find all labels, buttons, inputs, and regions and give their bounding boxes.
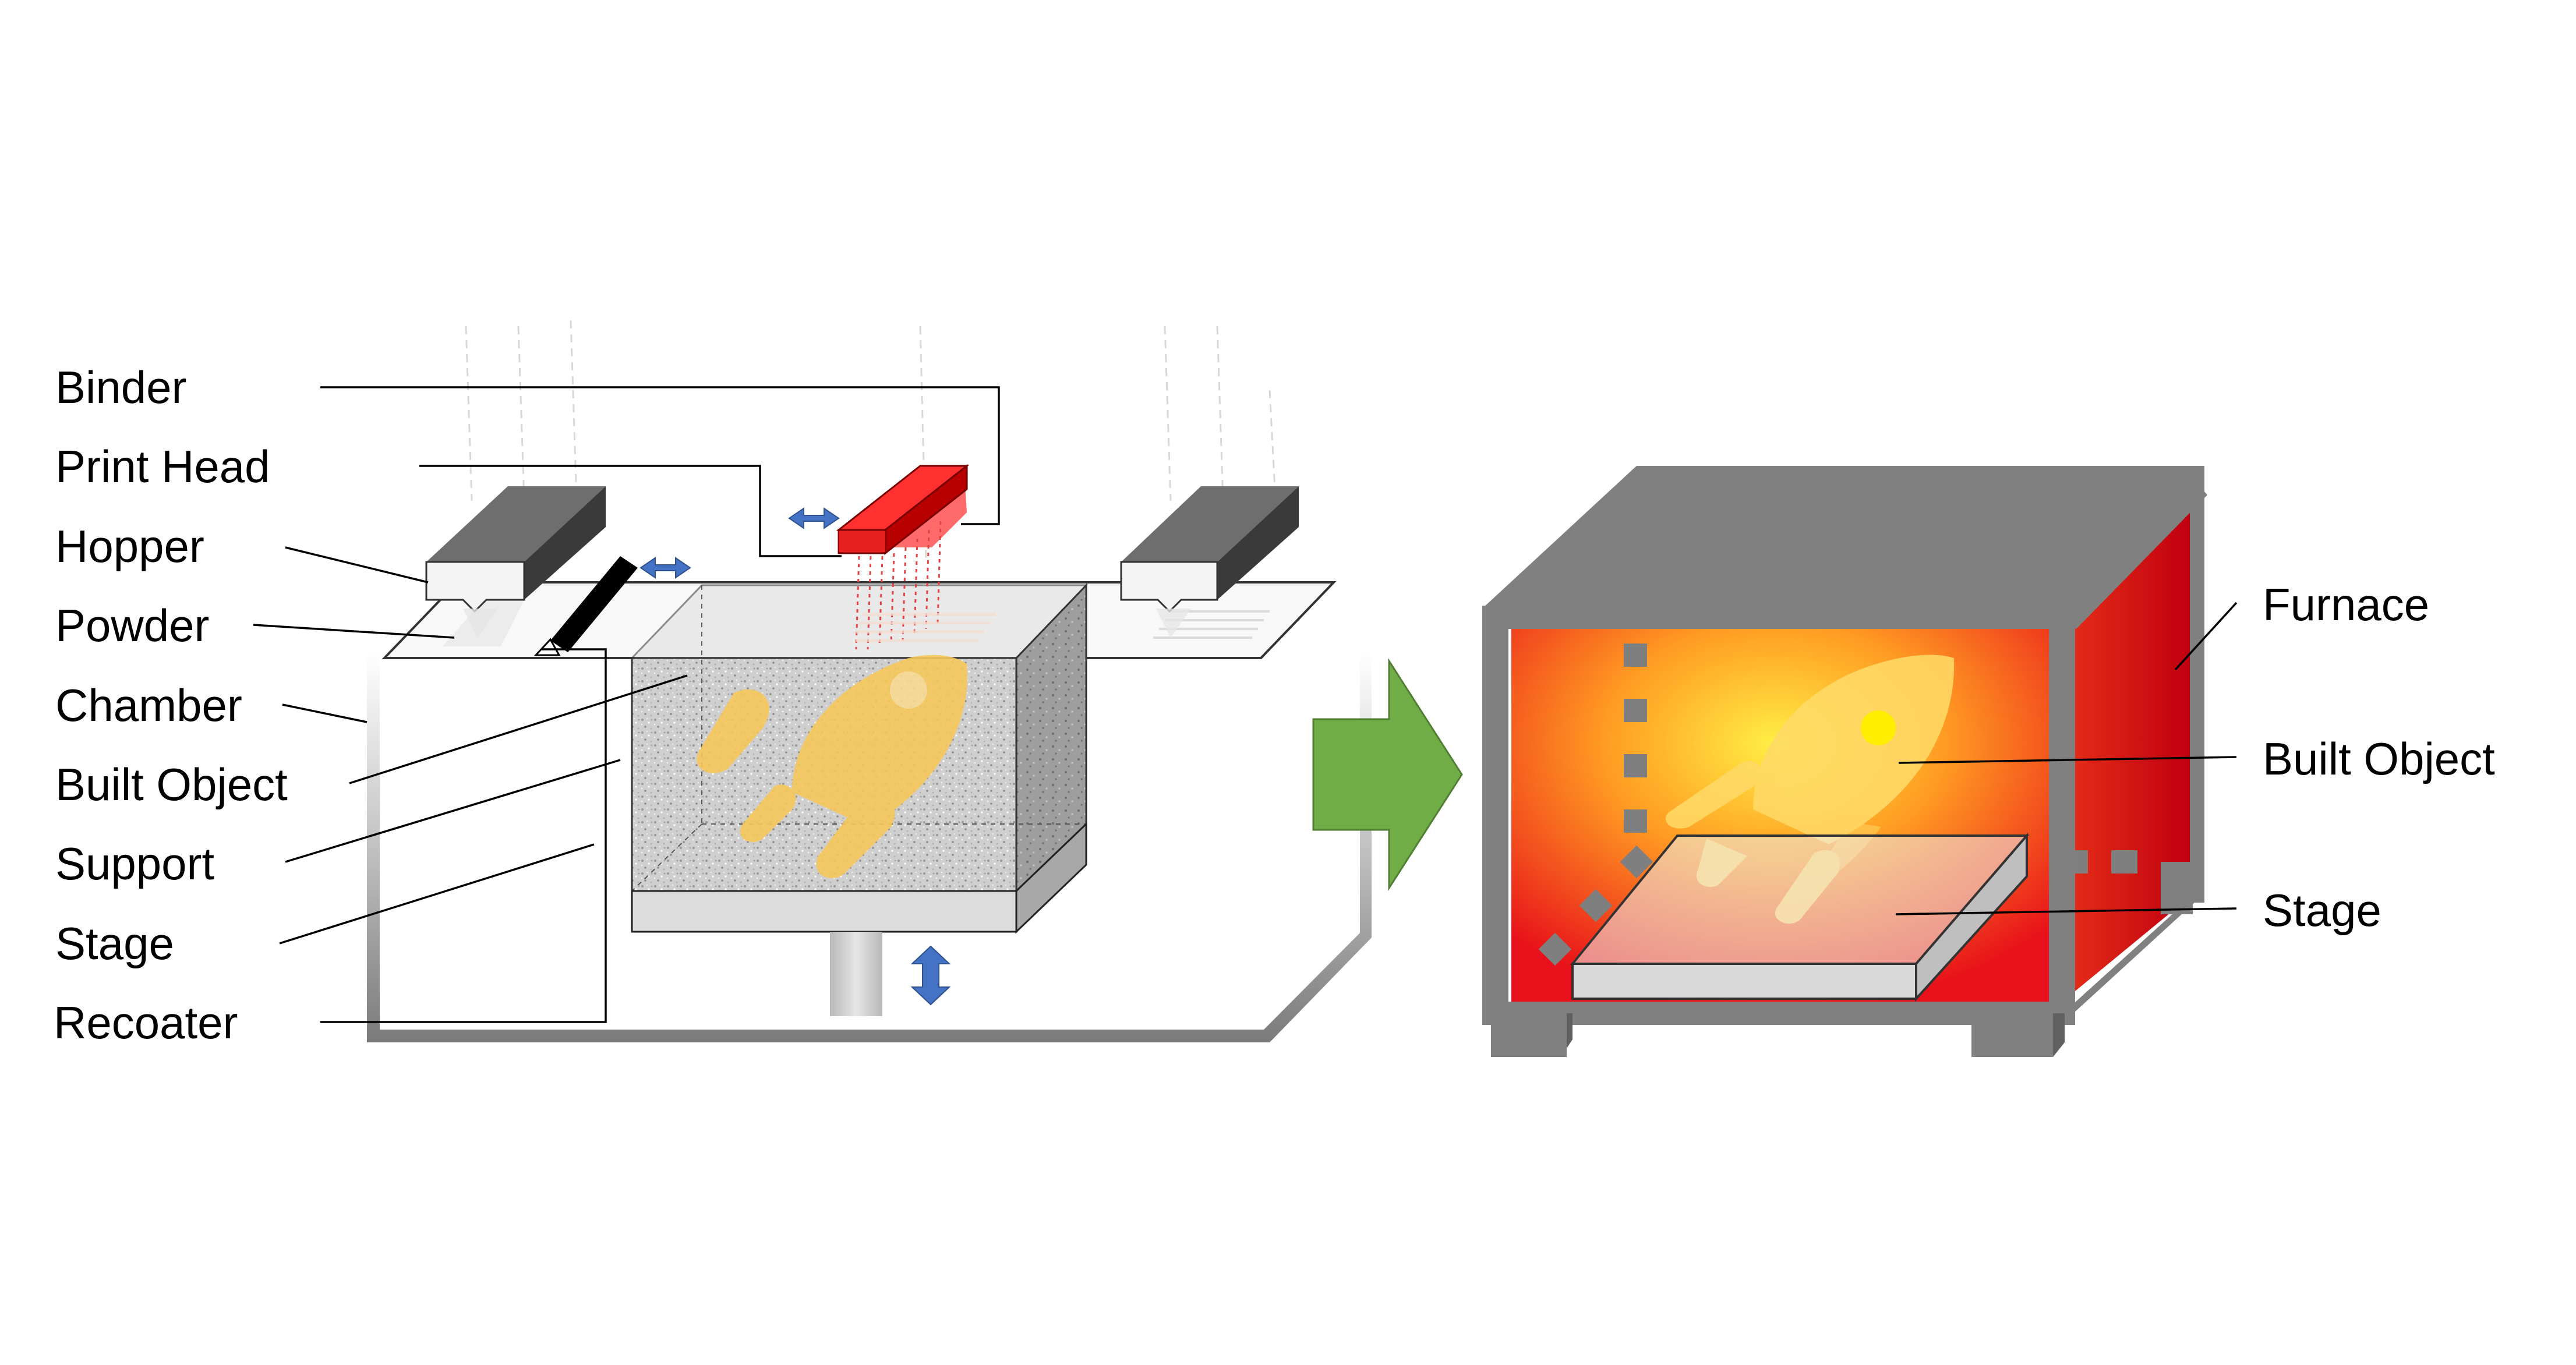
guide-lines — [465, 320, 1277, 560]
label-furnace-built-object: Built Object — [2263, 733, 2495, 784]
label-chamber: Chamber — [55, 680, 242, 731]
label-furnace-stage: Stage — [2263, 885, 2381, 936]
label-furnace: Furnace — [2263, 579, 2429, 630]
print-head — [836, 464, 970, 556]
printer-section: Binder Print Head Hopper Powder Chamber … — [54, 320, 1372, 1048]
label-powder: Powder — [55, 600, 209, 651]
process-arrow — [1312, 657, 1463, 892]
recoater-blade — [533, 556, 638, 656]
print-head-front — [839, 531, 885, 552]
binder-sheen — [856, 613, 996, 642]
label-built-object: Built Object — [55, 759, 288, 810]
stage-rod — [830, 932, 882, 1016]
printer-leader-lines — [253, 386, 1000, 1023]
binder-droplets — [855, 521, 942, 650]
label-hopper: Hopper — [55, 521, 204, 572]
rocket-window — [1861, 710, 1896, 745]
label-binder: Binder — [55, 362, 186, 413]
label-stage: Stage — [55, 918, 174, 969]
label-recoater: Recoater — [54, 997, 238, 1048]
print-head-motion-arrow — [788, 507, 840, 529]
hopper-left — [425, 486, 606, 638]
furnace-labels: Furnace Built Object Stage — [2263, 579, 2495, 936]
furnace-leader-lines — [1895, 602, 2238, 915]
built-object-rocket — [697, 655, 967, 879]
hopper-right — [1120, 486, 1299, 638]
furnace-section: Furnace Built Object Stage — [1482, 466, 2495, 1057]
stage-motion-arrow — [910, 945, 951, 1006]
furnace-stage — [1570, 832, 2030, 1002]
build-stage — [631, 822, 1087, 934]
recoater-motion-arrow — [639, 557, 691, 579]
printer-labels: Binder Print Head Hopper Powder Chamber … — [54, 362, 288, 1048]
label-support: Support — [55, 838, 215, 889]
label-print-head: Print Head — [55, 441, 270, 492]
furnace-frame — [1482, 466, 2207, 1057]
